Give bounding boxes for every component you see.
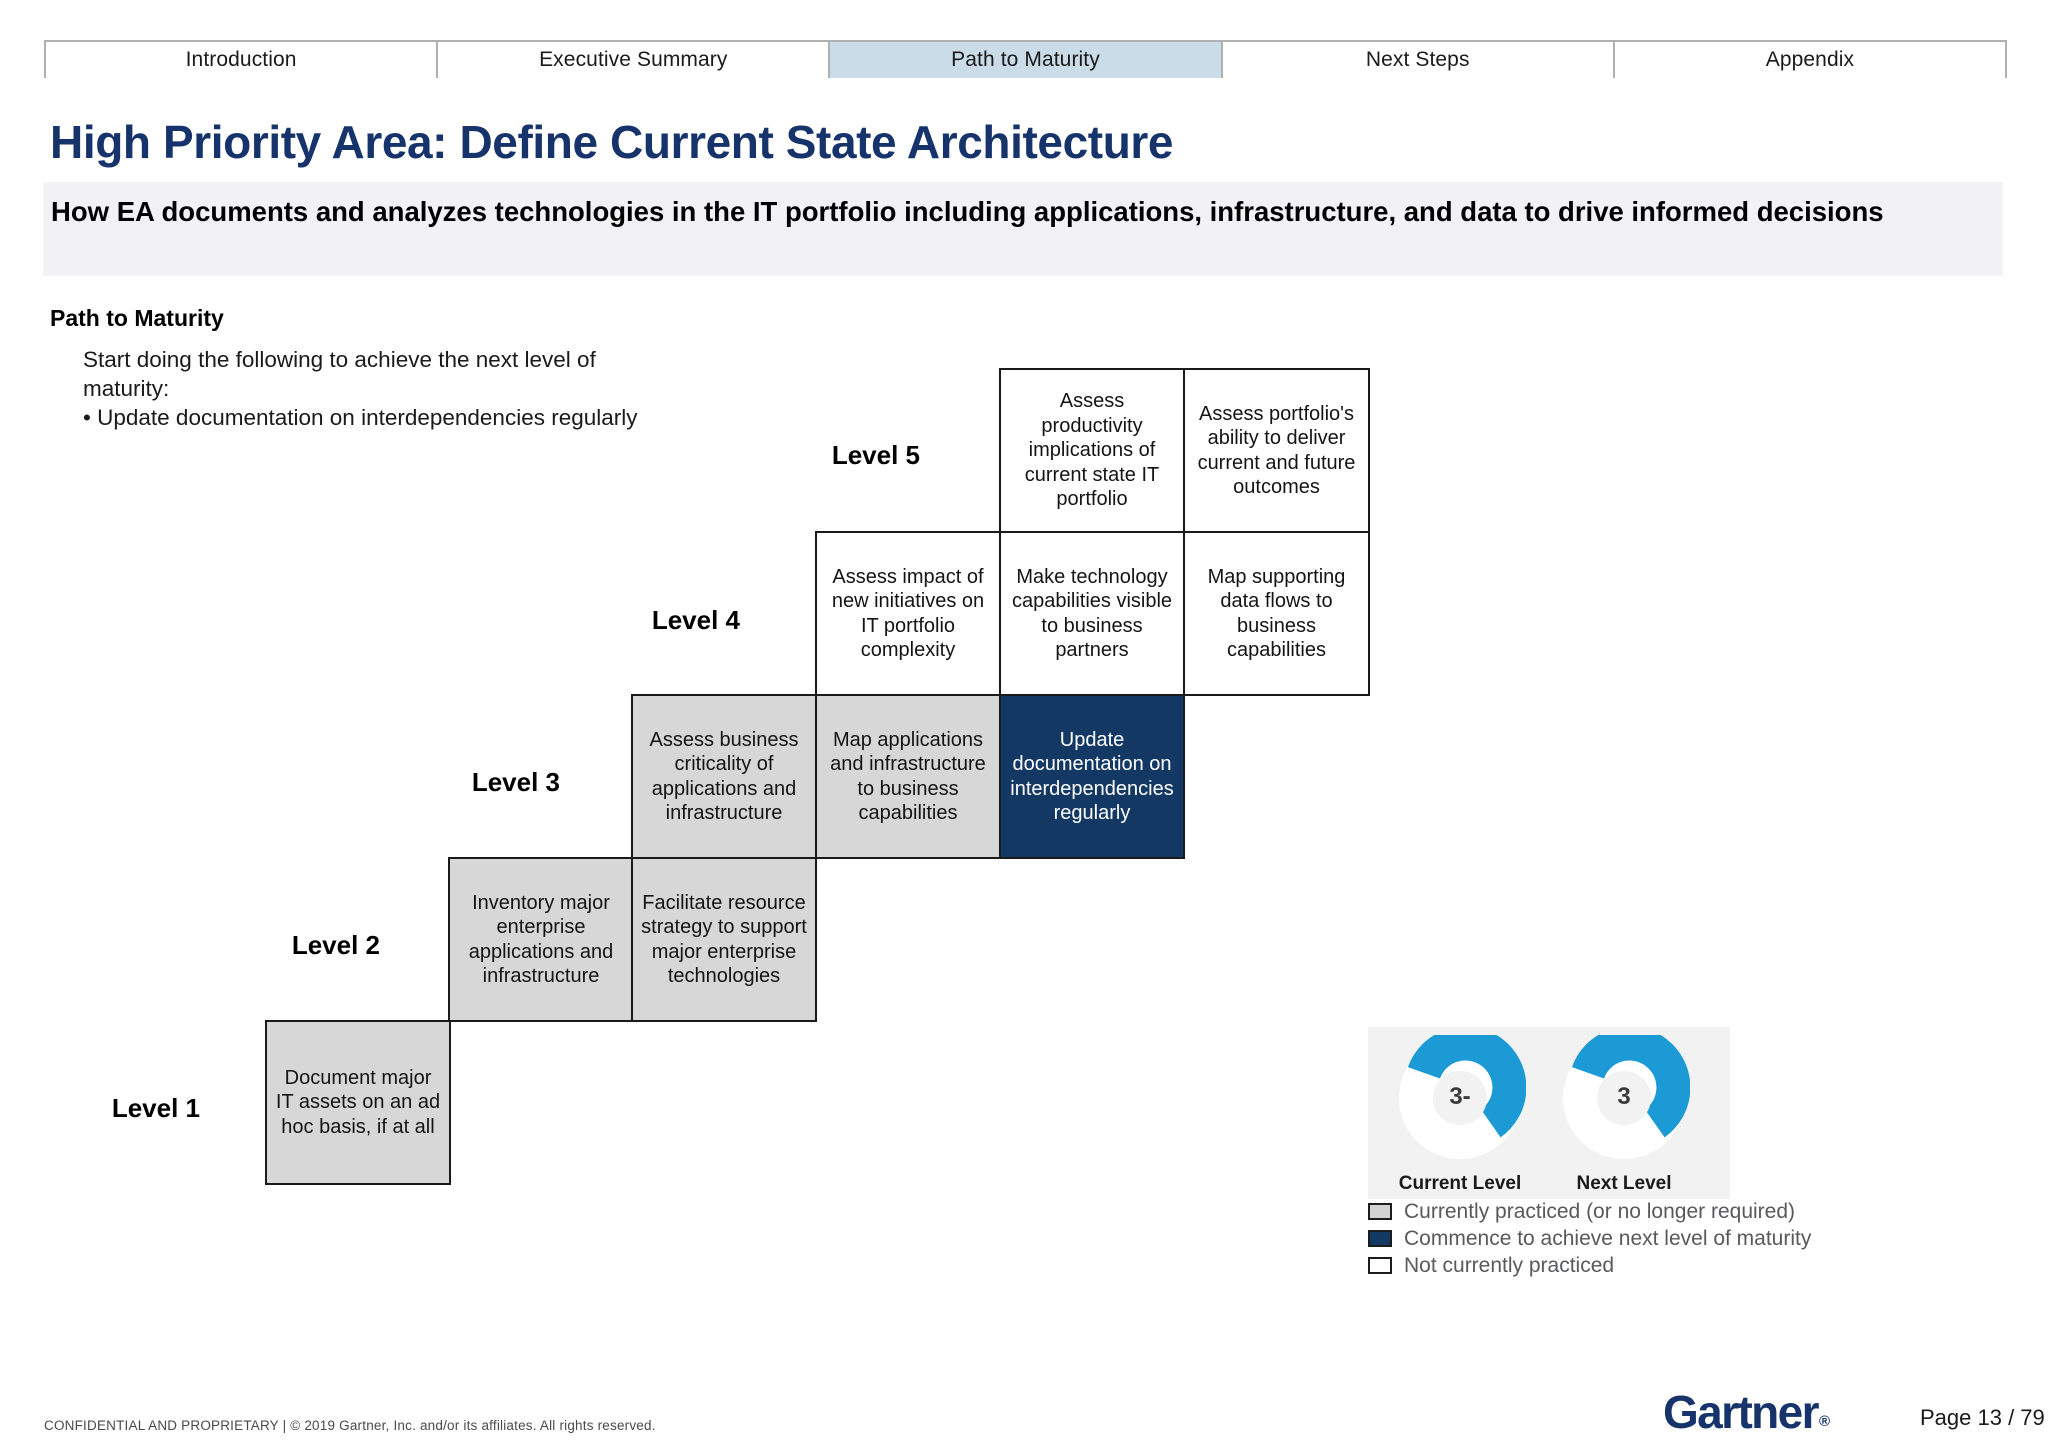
maturity-cell-text: Facilitate resource strategy to support … — [641, 891, 807, 988]
gauge-next-level: 3 Next Level — [1544, 1035, 1704, 1199]
brand-text: Gartner — [1663, 1386, 1820, 1438]
maturity-cell-text: Map applications and infrastructure to b… — [830, 728, 986, 825]
maturity-cell-l3-c3-target[interactable]: Update documentation on interdependencie… — [999, 694, 1185, 859]
gauge-value-current: 3- — [1449, 1083, 1471, 1110]
maturity-cell-l4-c1[interactable]: Assess impact of new initiatives on IT p… — [815, 531, 1001, 696]
tab-label: Path to Maturity — [951, 48, 1100, 71]
maturity-level-label-3: Level 3 — [471, 767, 560, 797]
maturity-level-label-4: Level 4 — [651, 605, 740, 635]
maturity-cell-l4-c2[interactable]: Make technology capabilities visible to … — [999, 531, 1185, 696]
subtitle-band: How EA documents and analyzes technologi… — [43, 182, 2003, 276]
maturity-cell-text: Assess portfolio's ability to deliver cu… — [1197, 402, 1356, 499]
tab-executive-summary[interactable]: Executive Summary — [438, 42, 831, 78]
donut-gauge-icon — [1399, 1035, 1526, 1159]
tab-next-steps[interactable]: Next Steps — [1222, 42, 1615, 78]
legend-label: Commence to achieve next level of maturi… — [1404, 1226, 1812, 1250]
maturity-cell-l3-c1[interactable]: Assess business criticality of applicati… — [631, 694, 817, 859]
tab-appendix[interactable]: Appendix — [1614, 42, 2008, 78]
gartner-logo: Gartner® — [1663, 1385, 1831, 1439]
registered-mark-icon: ® — [1818, 1413, 1831, 1430]
maturity-gauges-panel: 3- Current Level 3 Next Level — [1368, 1027, 1730, 1199]
maturity-cell-text: Assess impact of new initiatives on IT p… — [831, 565, 985, 662]
tab-bar: Introduction Executive Summary Path to M… — [44, 40, 2008, 78]
legend-swatch-grey-icon — [1368, 1203, 1392, 1220]
legend-label: Currently practiced (or no longer requir… — [1404, 1199, 1796, 1223]
legend-label: Not currently practiced — [1404, 1253, 1615, 1277]
tab-label: Next Steps — [1365, 48, 1470, 71]
path-to-maturity-narrative: Start doing the following to achieve the… — [83, 345, 663, 432]
maturity-cell-text: Inventory major enterprise applications … — [468, 891, 614, 988]
gauge-value-next: 3 — [1617, 1083, 1631, 1110]
maturity-cell-l2-c1[interactable]: Inventory major enterprise applications … — [448, 857, 634, 1022]
footer-confidential-notice: CONFIDENTIAL AND PROPRIETARY | © 2019 Ga… — [44, 1418, 656, 1433]
legend-item-not-practiced: Not currently practiced — [1368, 1252, 1928, 1279]
maturity-cell-l2-c2[interactable]: Facilitate resource strategy to support … — [631, 857, 817, 1022]
narrative-intro: Start doing the following to achieve the… — [83, 347, 596, 401]
legend-item-currently-practiced: Currently practiced (or no longer requir… — [1368, 1198, 1928, 1225]
maturity-cell-text: Assess productivity implications of curr… — [1024, 390, 1160, 511]
gauge-current-level: 3- Current Level — [1380, 1035, 1540, 1199]
tab-introduction[interactable]: Introduction — [44, 42, 439, 78]
maturity-cell-l1-c1[interactable]: Document major IT assets on an ad hoc ba… — [265, 1020, 451, 1185]
maturity-level-label-2: Level 2 — [291, 930, 380, 960]
maturity-legend: Currently practiced (or no longer requir… — [1368, 1198, 1928, 1279]
maturity-cell-text: Update documentation on interdependencie… — [1010, 728, 1174, 825]
page-title: High Priority Area: Define Current State… — [50, 116, 1174, 168]
maturity-cell-l5-c2[interactable]: Assess portfolio's ability to deliver cu… — [1183, 368, 1370, 533]
maturity-cell-l4-c3[interactable]: Map supporting data flows to business ca… — [1183, 531, 1370, 696]
gauge-caption-current: Current Level — [1398, 1173, 1522, 1194]
tab-label: Appendix — [1765, 48, 1855, 71]
narrative-bullet: • Update documentation on interdependenc… — [83, 405, 638, 430]
tab-label: Executive Summary — [539, 48, 728, 71]
gauge-caption-next: Next Level — [1576, 1173, 1672, 1194]
tab-label: Introduction — [185, 48, 297, 71]
maturity-cell-text: Document major IT assets on an ad hoc ba… — [275, 1066, 441, 1138]
page-subtitle: How EA documents and analyzes technologi… — [51, 196, 1884, 227]
section-heading-path-to-maturity: Path to Maturity — [50, 305, 224, 331]
maturity-level-label-5: Level 5 — [831, 440, 920, 470]
maturity-cell-l5-c1[interactable]: Assess productivity implications of curr… — [999, 368, 1185, 533]
legend-item-commence: Commence to achieve next level of maturi… — [1368, 1225, 1928, 1252]
maturity-cell-l3-c2[interactable]: Map applications and infrastructure to b… — [815, 694, 1001, 859]
maturity-level-label-1: Level 1 — [111, 1093, 200, 1123]
legend-swatch-white-icon — [1368, 1257, 1392, 1274]
page-number: Page 13 / 79 — [1920, 1405, 2045, 1430]
maturity-cell-text: Make technology capabilities visible to … — [1011, 565, 1173, 662]
maturity-cell-text: Assess business criticality of applicati… — [649, 728, 799, 825]
legend-swatch-navy-icon — [1368, 1230, 1392, 1247]
tab-path-to-maturity[interactable]: Path to Maturity — [830, 42, 1223, 78]
maturity-cell-text: Map supporting data flows to business ca… — [1207, 565, 1346, 662]
donut-gauge-icon — [1563, 1035, 1690, 1159]
